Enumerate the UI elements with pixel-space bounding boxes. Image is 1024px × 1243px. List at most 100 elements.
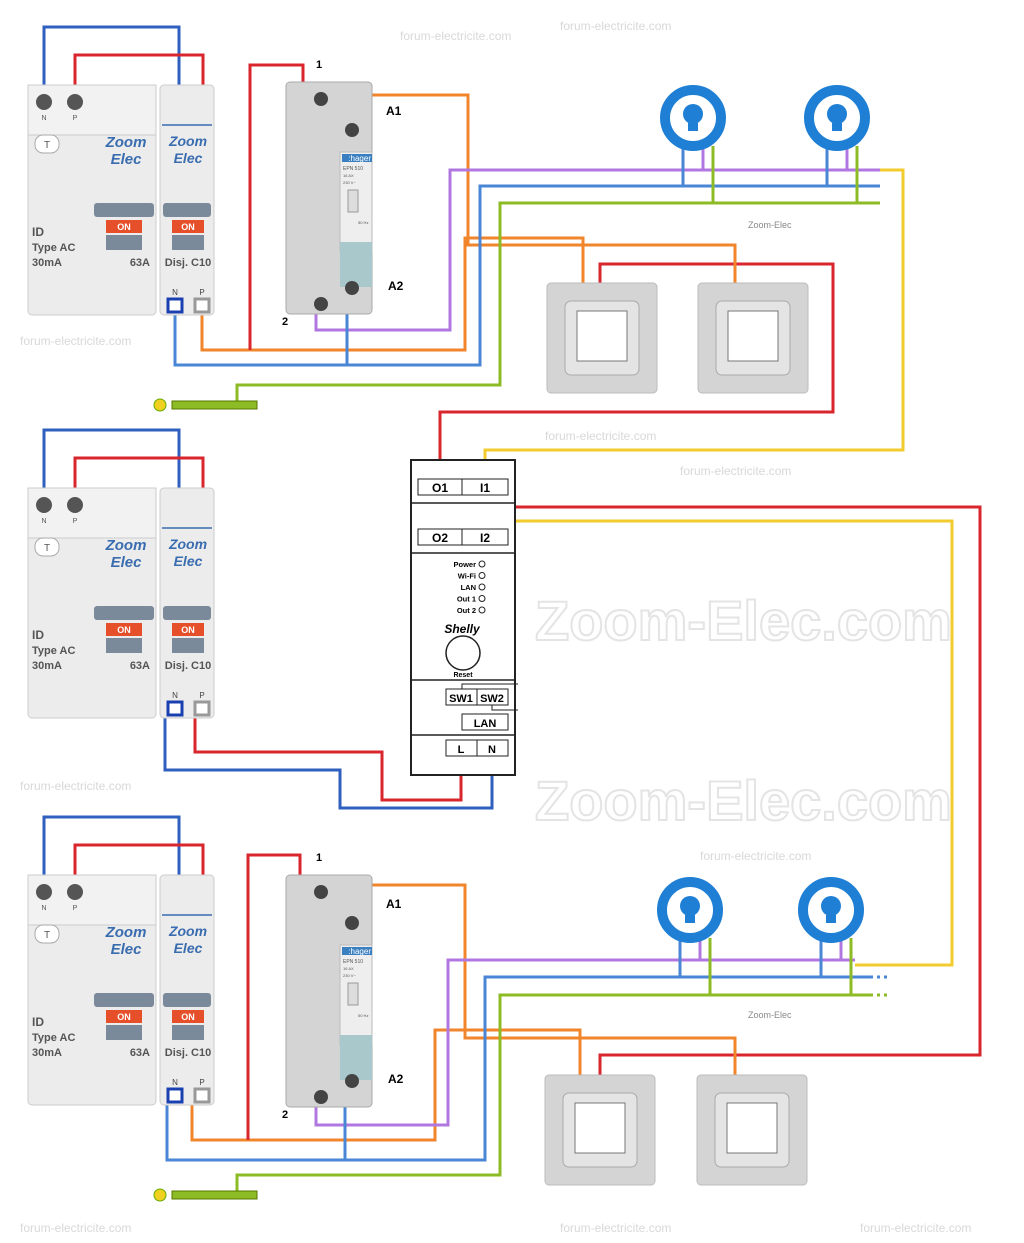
rcd-terminal-n: N [41, 518, 46, 525]
terminal-screw [314, 297, 328, 311]
lamp-ring [660, 85, 726, 151]
mcb-terminal-n: N [172, 1078, 178, 1087]
terminal-a2-label: A2 [388, 279, 404, 293]
label-o2: O2 [432, 531, 448, 545]
test-button [34, 134, 60, 154]
phase-bridge [73, 843, 205, 890]
lamp-neutral-wire [345, 184, 880, 367]
led-label: Out 2 [457, 606, 476, 615]
terminal-screw [36, 884, 52, 900]
switch-mechanism [576, 310, 628, 362]
relay-rating: 16 AX [343, 173, 354, 178]
label-i1: I1 [480, 481, 490, 495]
label-n: N [488, 744, 496, 756]
phase-terminal [193, 297, 211, 314]
switched-phase-wire [200, 236, 585, 352]
toggle-base [172, 638, 204, 653]
sw2-lead [491, 705, 518, 711]
bulb-icon [680, 896, 700, 916]
toggle-handle [163, 606, 211, 620]
terminal-screw [345, 1074, 359, 1088]
shelly-o1-wire [438, 262, 835, 479]
phase-terminal [193, 700, 211, 717]
terminal-screw [345, 281, 359, 295]
watermark-text: forum-electricite.com [560, 1221, 671, 1235]
terminal-screw [314, 92, 328, 106]
lamp-ring [657, 877, 723, 943]
brand: Elec [111, 941, 143, 958]
terminal-i1 [461, 478, 509, 496]
rcd-id: ID [32, 1015, 44, 1029]
lamp [657, 877, 723, 943]
rcd-top [27, 874, 157, 926]
terminal-a1-label: A1 [386, 104, 402, 118]
toggle-label: ON [117, 222, 131, 232]
brand-bar [342, 947, 372, 955]
lamp-ring [804, 85, 870, 151]
watermarks: forum-electricite.com forum-electricite.c… [20, 19, 971, 1235]
led-label: Wi-Fi [458, 572, 476, 581]
led-label: LAN [461, 583, 476, 592]
relay-model: EPN 510 [343, 959, 363, 965]
bulb-base [832, 123, 842, 131]
relay-voltage: 230 V~ [343, 973, 356, 978]
neutral-wire [165, 1105, 345, 1162]
test-label: T [44, 930, 50, 941]
relay-rating: 16 AX [343, 966, 354, 971]
test-button [34, 924, 60, 944]
reset-button[interactable] [445, 635, 481, 671]
shelly-logo: Shelly [444, 622, 481, 636]
watermark-text: forum-electricite.com [20, 1221, 131, 1235]
toggle-base [106, 638, 142, 653]
toggle-label: ON [117, 1012, 131, 1022]
pushbutton-feed-wire [335, 93, 737, 300]
earth-wire [235, 201, 880, 405]
rcd-sensitivity: 30mA [32, 1047, 62, 1059]
rcd-terminal-p: P [73, 115, 78, 122]
terminal-a1-label: A1 [386, 897, 402, 911]
earth-bar [171, 400, 258, 410]
phase-feed-wire [248, 63, 305, 350]
led-indicator [478, 606, 486, 614]
watermark-text: forum-electricite.com [400, 29, 511, 43]
bulb-base [826, 915, 836, 923]
rcd-type: Type AC [32, 242, 75, 254]
toggle-on [106, 1010, 142, 1023]
neutral-terminal [166, 297, 184, 314]
rcd-top [27, 487, 157, 539]
toggle-handle [163, 993, 211, 1007]
brand: Zoom [105, 134, 147, 151]
label-lan: LAN [474, 718, 497, 730]
toggle-base [106, 235, 142, 250]
terminal-2-label: 2 [282, 1109, 288, 1121]
brand: Elec [111, 554, 143, 571]
relay-brand: :hager [348, 154, 371, 163]
terminal-screw [36, 497, 52, 513]
neutral-bridge [42, 25, 181, 100]
wires [42, 25, 982, 1202]
relay-cover [340, 1035, 372, 1080]
terminal-screw [314, 1090, 328, 1104]
terminal-2-label: 2 [282, 316, 288, 328]
brand: Zoom [168, 133, 207, 149]
mcb-body [159, 487, 215, 719]
toggle-base [106, 1025, 142, 1040]
relay-frequency: 50 Hz [358, 1013, 368, 1018]
led-indicator [478, 583, 486, 591]
mcb-rating: Disj. C10 [165, 257, 211, 269]
lamp-return-wire [314, 958, 855, 1127]
brand: Elec [111, 151, 143, 168]
led-indicator [478, 595, 486, 602]
lamp [660, 85, 726, 151]
brand: Elec [174, 553, 203, 569]
switch-mechanism [574, 1102, 626, 1154]
terminal-screw [67, 884, 83, 900]
rcd-id: ID [32, 225, 44, 239]
